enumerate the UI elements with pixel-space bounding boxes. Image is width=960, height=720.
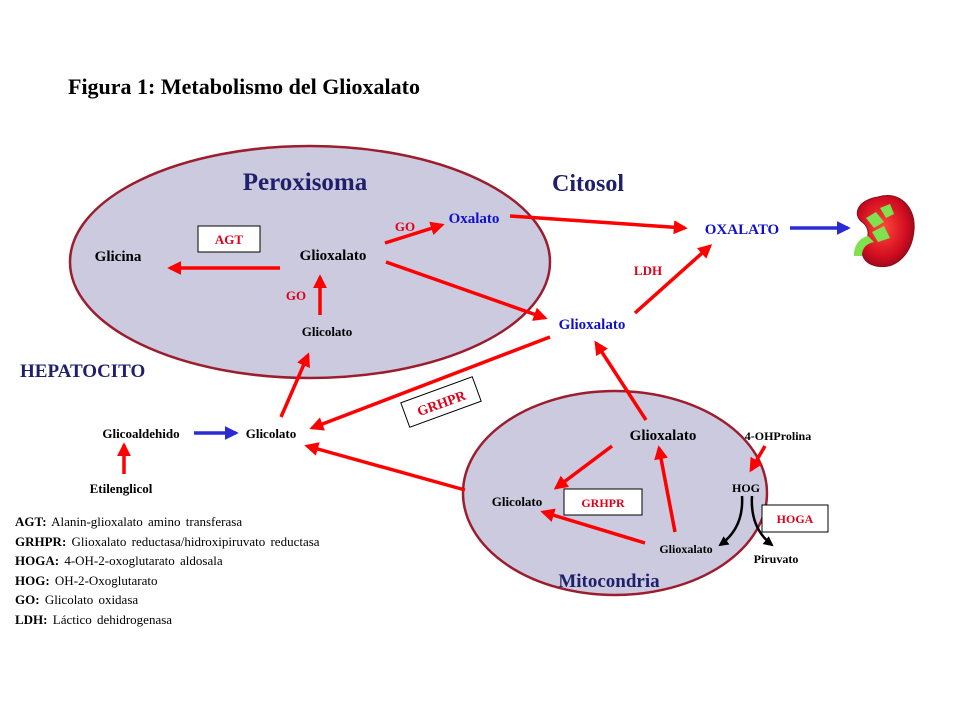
node-etilenglicol: Etilenglicol	[90, 481, 153, 496]
arrow-glicolato-mito-to-cyto	[304, 442, 466, 492]
enzyme-grhpr-mito: GRHPR	[581, 496, 625, 510]
legend-text: Glioxalato reductasa/hidroxipiruvato red…	[71, 533, 320, 549]
node-glioxalato-perox: Glioxalato	[300, 248, 367, 264]
node-glioxalato-mito: Glioxalato	[630, 428, 697, 444]
node-oxalato-perox: Oxalato	[449, 211, 500, 227]
node-piruvato: Piruvato	[754, 552, 799, 566]
arrow-glioxalato-mito-to-glicolato-mito	[553, 444, 614, 490]
enzyme-box-agt	[197, 225, 261, 253]
node-glicoaldehido: Glicoaldehido	[102, 426, 179, 441]
legend-abbr: HOG:	[15, 572, 50, 588]
enzyme-box-hoga	[761, 504, 829, 533]
legend-text: Alanin-glioxalato amino transferasa	[51, 514, 243, 529]
legend-text: 4-OH-2-oxoglutarato aldosala	[64, 553, 223, 568]
arrow-glioxalato-perox-to-cyto	[385, 260, 548, 321]
mitochondria-label: Mitocondria	[558, 571, 660, 592]
node-oxalato-out: OXALATO	[705, 222, 779, 238]
arrow-glioxalato-to-oxalato	[384, 221, 445, 245]
cytosol-label: Citosol	[552, 171, 624, 197]
arrow-ohprolina-to-hog	[749, 445, 767, 473]
legend-abbr: LDH:	[15, 611, 48, 627]
node-glicina: Glicina	[95, 249, 142, 265]
legend-text: Glicolato oxidasa	[44, 592, 139, 607]
node-hog: HOG	[732, 481, 760, 495]
arrow-oxalato-to-oxalato-out	[509, 214, 688, 235]
arrow-glicolato-cyto-to-perox	[279, 352, 310, 418]
legend-row: GO: Glicolato oxidasa	[15, 590, 320, 610]
node-ohprolina: 4-OHProlina	[745, 429, 811, 443]
legend-row: AGT: Alanin-glioxalato amino transferasa	[15, 512, 320, 532]
arrow-hog-to-glioxalato-mito2	[718, 495, 744, 547]
enzyme-ldh: LDH	[634, 263, 662, 278]
enzyme-go-mid: GO	[286, 288, 306, 303]
node-glicolato-mito: Glicolato	[492, 494, 543, 509]
legend-row: LDH: Láctico dehidrogenasa	[15, 610, 320, 630]
arrow-glioxalato-mito2-to-glioxalato-mito	[654, 445, 677, 533]
legend-abbr: AGT:	[15, 514, 47, 529]
arrow-glioxalato-cyto-to-oxalato-out	[633, 244, 713, 315]
legend-abbr: HOGA:	[15, 553, 60, 568]
legend-abbr: GRHPR:	[15, 533, 67, 549]
legend-abbr: GO:	[15, 592, 40, 607]
peroxisome-label: Peroxisoma	[243, 169, 368, 196]
legend-row: GRHPR: Glioxalato reductasa/hidroxipiruv…	[15, 532, 320, 552]
enzyme-hoga: HOGA	[777, 512, 814, 526]
arrow-glioxalato-cyto-to-glicolato	[309, 335, 551, 431]
node-glicolato-perox: Glicolato	[302, 324, 353, 339]
node-glioxalato-mito2: Glioxalato	[659, 542, 712, 556]
enzyme-agt: AGT	[215, 232, 244, 247]
arrow-glioxalato-mito-to-cyto	[594, 340, 648, 421]
node-glicolato-cyto: Glicolato	[246, 426, 297, 441]
enzyme-box-grhpr-cyto	[400, 376, 482, 428]
hepatocyte-label: HEPATOCITO	[20, 361, 145, 382]
abbreviation-legend: AGT: Alanin-glioxalato amino transferasa…	[15, 512, 320, 629]
arrow-hog-to-piruvato	[750, 495, 774, 547]
legend-text: OH-2-Oxoglutarato	[54, 572, 158, 588]
enzyme-box-grhpr-mito	[563, 488, 643, 516]
legend-text: Láctico dehidrogenasa	[52, 611, 173, 627]
arrow-glioxalato-mito2-to-glicolato-mito	[540, 508, 646, 545]
kidney-icon	[854, 195, 915, 268]
node-glioxalato-cyto: Glioxalato	[559, 317, 626, 333]
peroxisome-compartment	[68, 144, 552, 380]
legend-row: HOGA: 4-OH-2-oxoglutarato aldosala	[15, 551, 320, 571]
enzyme-go-top: GO	[395, 219, 415, 234]
legend-row: HOG: OH-2-Oxoglutarato	[15, 571, 320, 591]
figure-title: Figura 1: Metabolismo del Glioxalato	[68, 74, 420, 99]
